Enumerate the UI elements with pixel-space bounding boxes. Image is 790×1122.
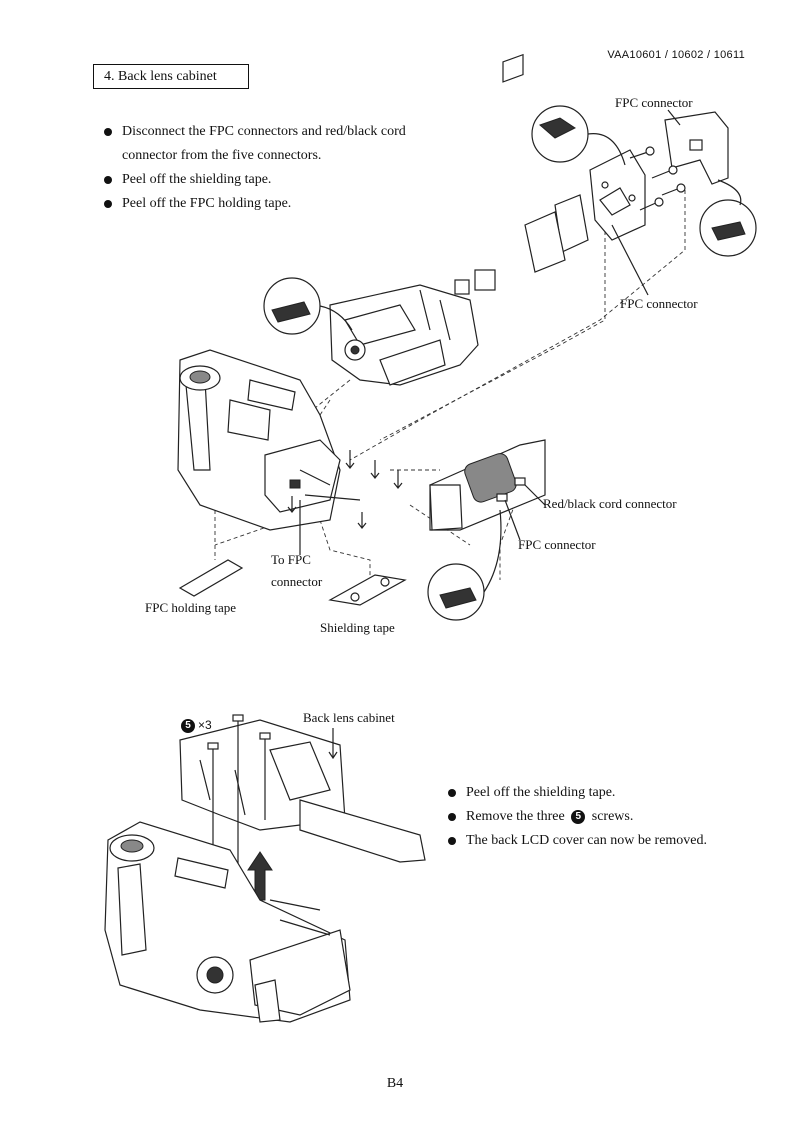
step-peel-shielding-tape-2: Peel off the shielding tape. [448, 781, 768, 805]
top-steps-list: Disconnect the FPC connectors and red/bl… [104, 120, 464, 216]
screws-bottom [207, 714, 271, 772]
label-fpc-connector-low: FPC connector [518, 537, 596, 552]
label-red-black-cord-connector: Red/black cord connector [543, 496, 677, 511]
lens-block [329, 284, 479, 386]
callout-magnifier-left [263, 277, 353, 335]
page-number: B4 [386, 1076, 404, 1091]
screw-count-text: ×3 [198, 718, 212, 732]
screw-symbol-icon-2: 5 [571, 810, 586, 824]
leader-red-black [524, 484, 546, 506]
label-back-lens-cabinet: Back lens cabinet [303, 710, 395, 725]
model-numbers: VAA10601 / 10602 / 10611 [607, 49, 745, 61]
screws-group [629, 146, 686, 211]
callout-magnifier-top-left [531, 105, 626, 166]
step-remove-screws: Remove the three 5 screws. [448, 805, 768, 829]
screw-symbol-icon: 5 [181, 719, 195, 733]
label-screw-count: 5×3 [178, 718, 212, 733]
step-peel-fpc-holding-tape: Peel off the FPC holding tape. [104, 192, 464, 216]
callout-magnifier-top-right [699, 179, 757, 257]
label-fpc-connector-top: FPC connector [615, 95, 693, 110]
shielding-tape-part [328, 574, 407, 606]
step-peel-shielding-tape: Peel off the shielding tape. [104, 168, 464, 192]
leader-fpc-mid [611, 224, 649, 296]
step-disconnect-connectors: Disconnect the FPC connectors and red/bl… [104, 120, 462, 168]
removal-arrow [247, 851, 273, 901]
callout-magnifier-bottom [427, 509, 502, 621]
label-to-fpc: To FPC [271, 552, 311, 567]
fpc-holding-tape-part [178, 559, 244, 597]
step-remove-screws-suffix: screws. [591, 809, 634, 824]
leader-fpc-low [504, 499, 521, 541]
camera-body-bottom [104, 821, 351, 1023]
camera-body [177, 349, 361, 531]
back-lens-cabinet-part [179, 719, 426, 863]
label-shielding-tape: Shielding tape [320, 620, 395, 635]
leader-fpc-top [667, 109, 681, 126]
connector-arrows [287, 450, 403, 529]
optical-filter-plates [454, 53, 589, 295]
section-title: 4. Back lens cabinet [93, 64, 249, 89]
lcd-back-panel [429, 439, 546, 531]
lens-mount-plate [589, 149, 646, 241]
label-connector: connector [271, 574, 323, 589]
label-fpc-holding-tape: FPC holding tape [145, 600, 237, 615]
label-fpc-connector-mid: FPC connector [620, 296, 698, 311]
step-remove-screws-text: Remove the three [466, 809, 565, 824]
bottom-steps-list: Peel off the shielding tape. Remove the … [448, 781, 768, 853]
step-remove-lcd-cover: The back LCD cover can now be removed. [448, 829, 768, 853]
